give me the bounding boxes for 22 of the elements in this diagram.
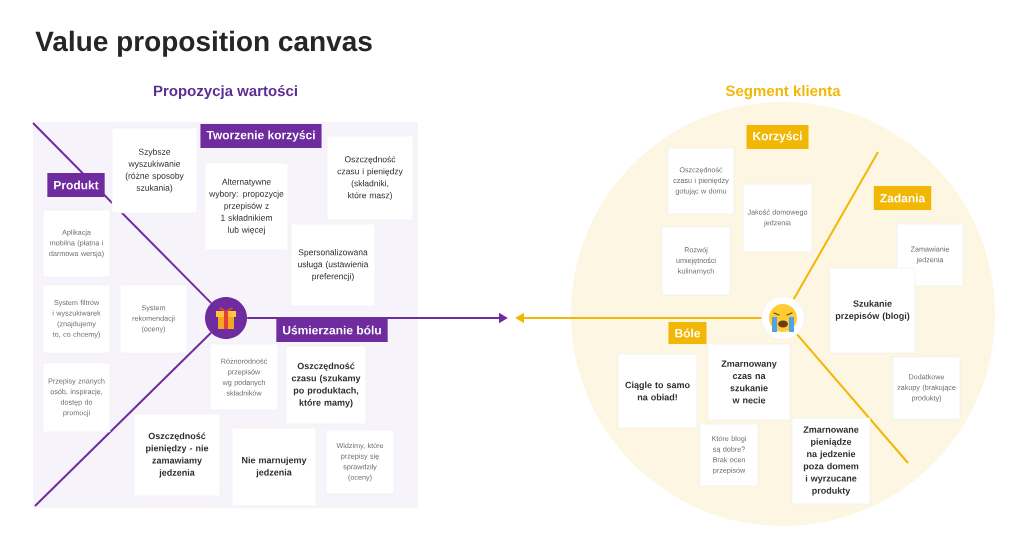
tag-label: Zadania <box>873 186 932 210</box>
sticky-note: Szybsze wyszukiwanie (różne sposoby szukania) <box>111 127 198 214</box>
sticky-note: Zmarnowany czas na szukanie w necie <box>707 343 791 421</box>
sticky-note: Oszczędność czasu (szukamy po produktach, które mamy) <box>285 345 367 425</box>
tag-label: Tworzenie korzyści <box>200 124 322 148</box>
sticky-note: Ciągle to samo na obiad! <box>617 353 698 429</box>
title: Value proposition canvas <box>35 30 372 57</box>
tag-label: Produkt <box>47 173 105 197</box>
sticky-note: Oszczędność pieniędzy - nie zamawiamy jedzenia <box>133 413 221 497</box>
sticky-note: Szukanie przepisów (blogi) <box>829 267 916 354</box>
sticky-note: Nie marnujemy jedzenia <box>231 427 317 507</box>
tag-label: Uśmierzanie bólu <box>276 318 388 342</box>
sticky-note: Oszczędność czasu i pieniędzy (składniki, które masz) <box>326 135 414 221</box>
tag-label: Bóle <box>668 322 707 344</box>
tag-label: Korzyści <box>746 125 809 149</box>
sticky-note: Alternatywne wybory: propozycje przepisów z 1 składnikiem lub więcej <box>204 162 289 251</box>
sticky-note: Spersonalizowana usługa (ustawienia preferencji) <box>290 223 376 307</box>
section-heading: Segment klienta <box>725 85 841 100</box>
section-heading: Propozycja wartości <box>154 85 297 100</box>
gift-icon <box>205 297 247 339</box>
crying-face-icon <box>761 296 805 340</box>
sticky-note: Zmarnowane pieniądze na jedzenie poza domem i wyrzucane produkty <box>791 417 871 505</box>
